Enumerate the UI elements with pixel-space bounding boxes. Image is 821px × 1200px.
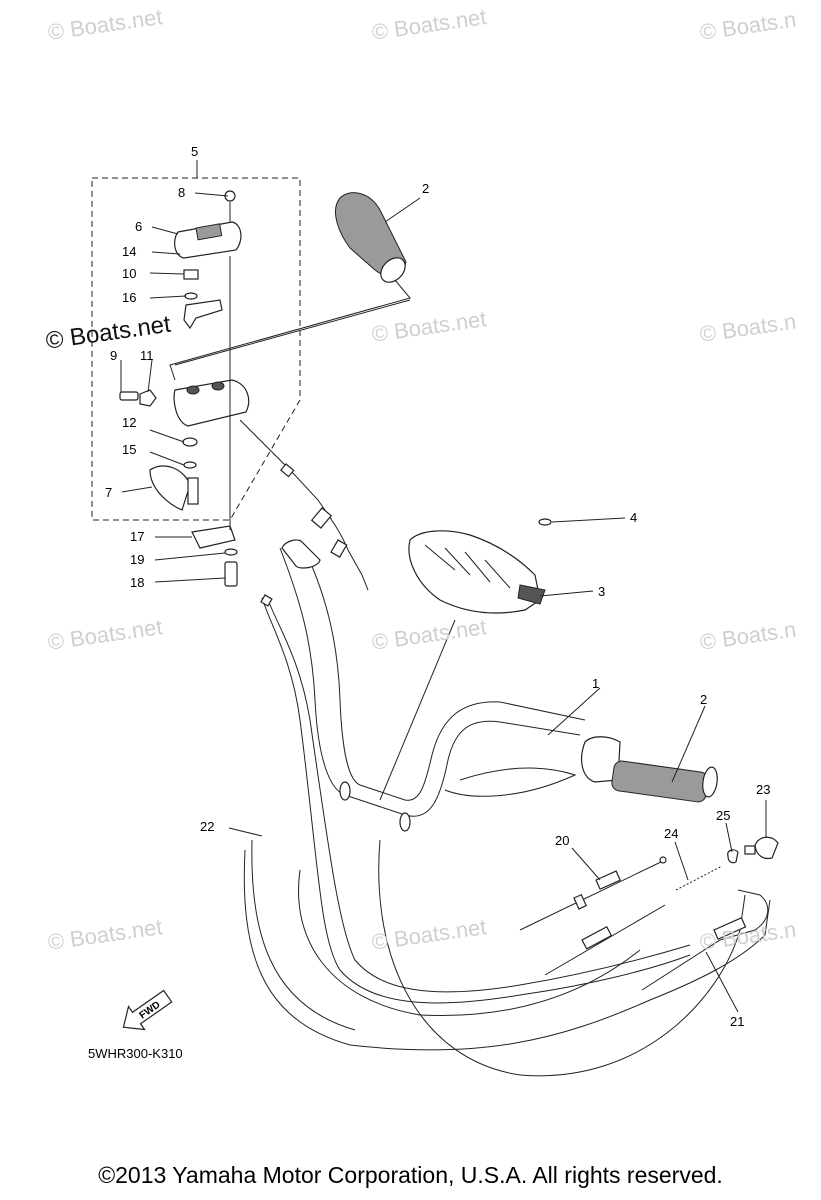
callout-2a: 2: [422, 181, 429, 196]
callout-19: 19: [130, 552, 144, 567]
callout-15: 15: [122, 442, 136, 457]
callout-11: 11: [140, 348, 154, 363]
copyright-footer: ©2013 Yamaha Motor Corporation, U.S.A. A…: [98, 1162, 723, 1188]
callout-12: 12: [122, 415, 136, 430]
callout-3: 3: [598, 584, 605, 599]
callout-24: 24: [664, 826, 678, 841]
callout-16: 16: [122, 290, 136, 305]
callout-10: 10: [122, 266, 136, 281]
reference-code: 5WHR300-K310: [88, 1046, 183, 1061]
cable-21: [641, 889, 769, 991]
spring-24: [544, 865, 723, 976]
assembly-box-5: [91, 177, 301, 521]
left-grip: [169, 192, 411, 381]
callout-25: 25: [716, 808, 730, 823]
callout-9: 9: [110, 348, 117, 363]
callout-23: 23: [756, 782, 770, 797]
handlebar-pad: [408, 518, 552, 614]
throttle-housing: [119, 190, 250, 587]
callout-7: 7: [105, 485, 112, 500]
right-grip: [581, 736, 718, 803]
callout-1: 1: [592, 676, 599, 691]
callout-18: 18: [130, 575, 144, 590]
callout-4: 4: [630, 510, 637, 525]
callout-21: 21: [730, 1014, 744, 1029]
callout-5: 5: [191, 144, 198, 159]
callout-2b: 2: [700, 692, 707, 707]
cable-20: [519, 856, 667, 931]
handlebar: [279, 539, 586, 832]
adjuster-nut-23: [744, 836, 779, 860]
clip-25: [727, 849, 739, 864]
fwd-arrow: FWD: [122, 989, 173, 1031]
callout-17: 17: [130, 529, 144, 544]
cables: [239, 419, 771, 1077]
callout-labels: 1 2 2 3 4 5 6 7 8 9 10 11 12 14 15 16 17…: [105, 144, 770, 1029]
callout-22: 22: [200, 819, 214, 834]
callout-8: 8: [178, 185, 185, 200]
callout-20: 20: [555, 833, 569, 848]
callout-6: 6: [135, 219, 142, 234]
callout-14: 14: [122, 244, 136, 259]
leader-lines: [120, 160, 767, 1013]
